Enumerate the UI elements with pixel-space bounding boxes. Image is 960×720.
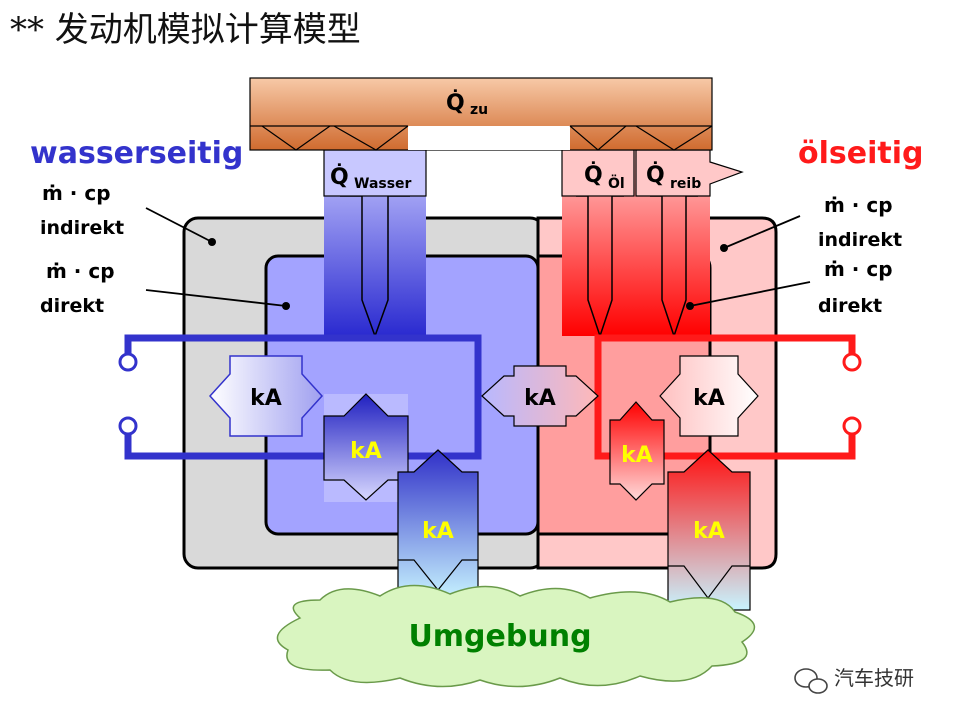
- ka-label-water-ambient: kA: [422, 519, 454, 544]
- ambient-cloud: [276, 584, 755, 688]
- ambient-label: Umgebung: [408, 619, 591, 654]
- m-cp-direct-water: ṁ · cp: [46, 259, 115, 283]
- direct-oil-label: direkt: [818, 295, 882, 317]
- water-outlet-port: [118, 416, 138, 436]
- m-cp-indirect-oil: ṁ · cp: [824, 193, 893, 217]
- ka-water-pipe: [323, 393, 409, 501]
- indirect-oil-label: indirekt: [818, 229, 902, 251]
- q-wasser-subscript: Wasser: [354, 176, 412, 192]
- oil-outlet-port: [842, 416, 862, 436]
- direct-water-label: direkt: [40, 295, 104, 317]
- ka-water-indirect-direct: [208, 355, 324, 437]
- q-reib-symbol: Q̇: [646, 162, 665, 188]
- ka-oil-indirect-direct: [659, 355, 759, 437]
- m-cp-indirect-water: ṁ · cp: [42, 181, 111, 205]
- ka-label-water-pipe: kA: [350, 439, 382, 464]
- ka-label-water-oil: kA: [524, 386, 556, 411]
- water-coolant-pipe: [124, 334, 482, 460]
- ka-label-oil-indirect: kA: [693, 386, 725, 411]
- q-oel-subscript: Öl: [608, 174, 625, 192]
- heat-source-gap: [408, 126, 570, 150]
- m-cp-direct-oil: ṁ · cp: [824, 257, 893, 281]
- q-wasser-symbol: Q̇: [330, 164, 349, 190]
- q-reib-subscript: reib: [670, 176, 701, 192]
- q-zu-symbol: Q̇: [446, 90, 465, 116]
- wechat-icon: [794, 668, 828, 694]
- q-wasser-label-box: [323, 149, 427, 197]
- watermark-text: 汽车技研: [834, 666, 914, 690]
- indirect-water-label: indirekt: [40, 217, 124, 239]
- heat-source-teeth: [261, 125, 713, 151]
- q-reib-label-box: [635, 149, 744, 197]
- q-zu-subscript: zu: [470, 102, 488, 118]
- oil-inlet-port: [842, 352, 862, 372]
- ka-label-oil-pipe: kA: [621, 443, 653, 468]
- water-side-label: wasserseitig: [30, 136, 243, 171]
- oil-pipe: [594, 334, 856, 460]
- page-title: ** 发动机模拟计算模型: [10, 10, 361, 50]
- ka-water-oil: [481, 365, 599, 427]
- water-inlet-port: [118, 352, 138, 372]
- ka-oil-pipe: [609, 401, 665, 501]
- ka-label-oil-ambient: kA: [693, 519, 725, 544]
- oil-side-label: ölseitig: [798, 136, 923, 171]
- q-oel-symbol: Q̇: [584, 162, 603, 188]
- ka-label-water-indirect: kA: [250, 386, 282, 411]
